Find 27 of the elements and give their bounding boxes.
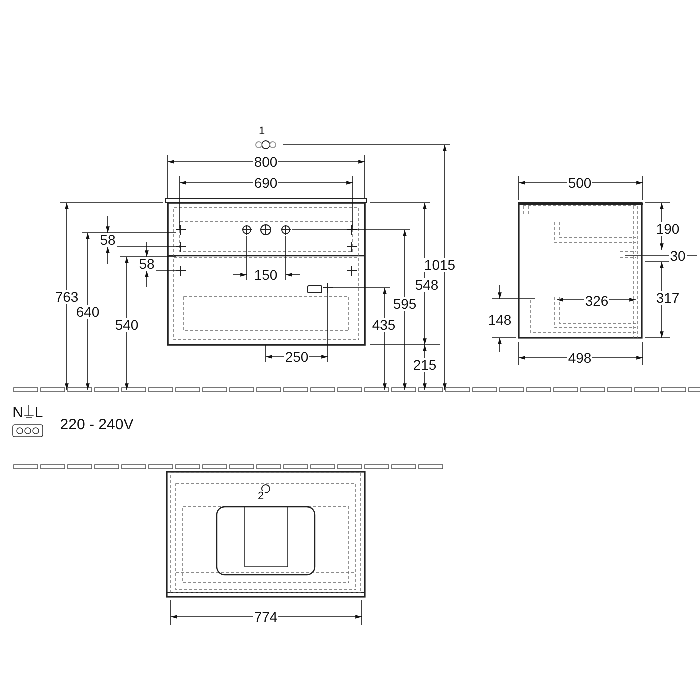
dimension-label: 58 bbox=[138, 257, 156, 271]
dimension-label: 774 bbox=[253, 610, 279, 624]
dimension-label: 548 bbox=[414, 278, 440, 292]
dimension-label: 640 bbox=[75, 305, 101, 319]
callout-number: 1 bbox=[258, 126, 266, 138]
dimension-label: 800 bbox=[253, 155, 279, 169]
dimension-label: 1015 bbox=[423, 258, 457, 272]
dimension-label: 215 bbox=[412, 358, 438, 372]
dimension-label: 540 bbox=[114, 318, 140, 332]
dimension-label: 690 bbox=[253, 176, 279, 190]
dimension-label: 326 bbox=[584, 294, 610, 308]
dimension-label: 58 bbox=[99, 233, 117, 247]
dimension-label: 190 bbox=[655, 222, 681, 236]
dimension-label: 317 bbox=[655, 291, 681, 305]
voltage-label: 220 - 240V bbox=[59, 418, 135, 432]
callout-number: 2 bbox=[256, 492, 266, 502]
dimension-label: 595 bbox=[392, 297, 418, 311]
dimension-label: 250 bbox=[284, 350, 310, 364]
dimension-label: 30 bbox=[669, 249, 687, 263]
dimension-label: 498 bbox=[567, 351, 593, 365]
terminal-label: L bbox=[34, 406, 44, 420]
terminal-label: N bbox=[12, 406, 24, 420]
dimension-label: 763 bbox=[54, 290, 80, 304]
dimension-label: 435 bbox=[371, 318, 397, 332]
dimension-label: 150 bbox=[253, 268, 279, 282]
dimension-label: 148 bbox=[487, 313, 513, 327]
dimension-label: 500 bbox=[567, 176, 593, 190]
